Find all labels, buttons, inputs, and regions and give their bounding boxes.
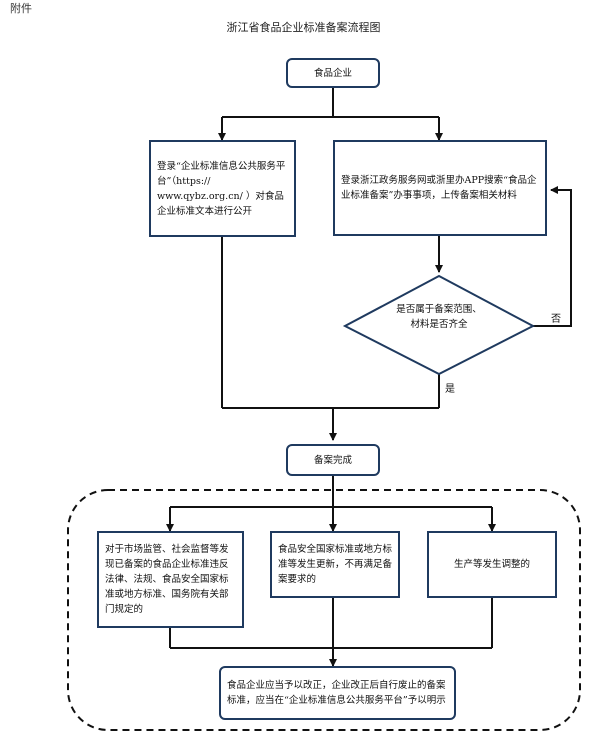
case-violation-node: 对于市场监管、社会监督等发现已备案的食品企业标准违反法律、法规、食品安全国家标准… (97, 531, 244, 628)
edge-label-yes: 是 (445, 384, 455, 395)
edge-no-loop (533, 186, 572, 327)
diagram-title: 浙江省食品企业标准备案流程图 (226, 21, 381, 34)
dashed-group-border (67, 489, 581, 731)
start-node: 食品企业 (286, 58, 380, 88)
complete-node: 备案完成 (286, 444, 380, 476)
decision-label: 是否属于备案范围、材料是否齐全 (396, 304, 482, 330)
case-production-change-node: 生产等发生调整的 (427, 531, 557, 598)
final-node: 食品企业应当予以改正，企业改正后自行废止的备案标准，应当在“企业标准信息公共服务… (219, 666, 456, 720)
platform-publish-node: 登录“企业标准信息公共服务平台”（https:// www.qybz.org.c… (149, 140, 296, 237)
edge-label-no: 否 (551, 314, 561, 325)
zhejiang-upload-node: 登录浙江政务服务网或浙里办APP搜索“食品企业标准备案”办事事项，上传备案相关材… (333, 140, 547, 236)
case-standard-change-node: 食品安全国家标准或地方标准等发生更新，不再满足备案要求的 (270, 531, 400, 598)
attachment-label: 附件 (10, 2, 32, 15)
decision-diamond (342, 274, 536, 376)
